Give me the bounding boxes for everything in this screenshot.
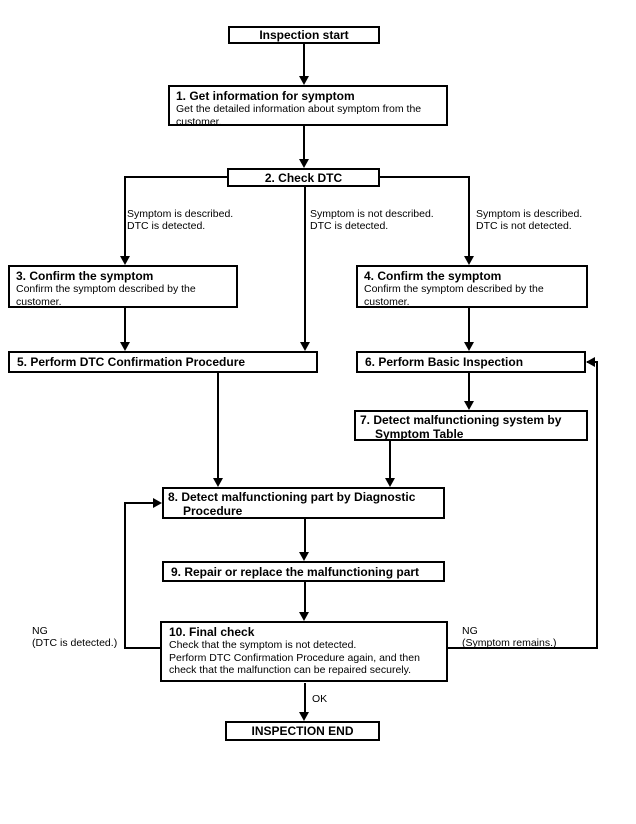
inspection-start-label: Inspection start [259, 28, 349, 42]
node-step6: 6. Perform Basic Inspection [356, 351, 586, 373]
node-step2: 2. Check DTC [227, 168, 380, 187]
step1-body: Get the detailed information about sympt… [176, 103, 422, 128]
arrowhead-into-step5-left [120, 342, 130, 351]
connector-step6-to-step7 [468, 373, 470, 403]
arrowhead-into-step3 [120, 256, 130, 265]
loop-ng-left-horizontal-bottom [124, 647, 160, 649]
ng-left-line2: (DTC is detected.) [32, 637, 118, 649]
arrowhead-into-end [299, 712, 309, 721]
connector-branch-middle-vertical [304, 187, 306, 344]
step6-title: 6. Perform Basic Inspection [365, 355, 524, 369]
connector-step7-to-step8 [389, 441, 391, 480]
connector-step4-to-step6 [468, 308, 470, 344]
branch-label-middle: Symptom is not described. DTC is detecte… [310, 208, 434, 232]
loop-ng-right-horizontal-bottom [448, 647, 598, 649]
step1-title: 1. Get information for symptom [176, 89, 355, 103]
ng-left-label: NG (DTC is detected.) [32, 625, 117, 649]
ng-right-line2: (Symptom remains.) [462, 637, 557, 649]
arrowhead-into-step9 [299, 552, 309, 561]
ok-label: OK [312, 693, 328, 705]
connector-step5-to-step8 [217, 373, 219, 480]
arrowhead-into-step4 [464, 256, 474, 265]
step3-body: Confirm the symptom described by the cus… [16, 283, 196, 308]
connector-start-to-step1 [303, 43, 305, 78]
step10-title: 10. Final check [169, 625, 255, 639]
step5-title: 5. Perform DTC Confirmation Procedure [17, 355, 246, 369]
node-inspection-end: INSPECTION END [225, 721, 380, 741]
arrowhead-into-step8-right [385, 478, 395, 487]
step8-title-line2: Procedure [183, 504, 243, 518]
node-step4: 4. Confirm the symptom Confirm the sympt… [356, 265, 588, 308]
arrowhead-into-step6 [464, 342, 474, 351]
branch-label-left-line2: DTC is detected. [127, 220, 206, 232]
arrowhead-into-step5-middle [300, 342, 310, 351]
node-step8: 8. Detect malfunctioning part by Diagnos… [162, 487, 445, 519]
branch-label-middle-line1: Symptom is not described. [310, 208, 434, 220]
branch-label-middle-line2: DTC is detected. [310, 220, 389, 232]
step10-body-line1: Check that the symptom is not detected. [169, 639, 357, 651]
connector-step8-to-step9 [304, 518, 306, 554]
loop-ng-right-vertical [596, 361, 598, 649]
arrowhead-into-step7 [464, 401, 474, 410]
connector-branch-left-vertical [124, 176, 126, 258]
node-step10: 10. Final check Check that the symptom i… [160, 621, 448, 682]
connector-step9-to-step10 [304, 582, 306, 614]
branch-label-right-line1: Symptom is described. [476, 208, 583, 220]
step4-title: 4. Confirm the symptom [364, 269, 502, 283]
arrowhead-into-step2 [299, 159, 309, 168]
step7-title-line1: 7. Detect malfunctioning system by [360, 413, 562, 427]
step3-title: 3. Confirm the symptom [16, 269, 154, 283]
ng-left-line1: NG [32, 625, 48, 637]
branch-label-right-line2: DTC is not detected. [476, 220, 572, 232]
connector-step3-to-step5 [124, 308, 126, 344]
node-step5: 5. Perform DTC Confirmation Procedure [8, 351, 318, 373]
branch-label-left: Symptom is described. DTC is detected. [127, 208, 233, 232]
step7-title-line2: Symptom Table [375, 427, 464, 441]
arrowhead-loop-into-step8 [153, 498, 162, 508]
ng-right-line1: NG [462, 625, 478, 637]
connector-step1-to-step2 [303, 125, 305, 161]
arrowhead-loop-into-step6 [586, 357, 595, 367]
connector-step10-to-end [304, 683, 306, 714]
step8-title-line1: 8. Detect malfunctioning part by Diagnos… [168, 490, 416, 504]
branch-label-left-line1: Symptom is described. [127, 208, 234, 220]
step10-body-line2: Perform DTC Confirmation Procedure again… [169, 651, 420, 664]
arrowhead-into-step10 [299, 612, 309, 621]
node-step3: 3. Confirm the symptom Confirm the sympt… [8, 265, 238, 308]
step2-title: 2. Check DTC [264, 170, 343, 185]
inspection-end-label: INSPECTION END [251, 724, 354, 738]
arrowhead-into-step1 [299, 76, 309, 85]
node-step7: 7. Detect malfunctioning system by Sympt… [354, 410, 588, 441]
arrowhead-into-step8-left [213, 478, 223, 487]
step4-body: Confirm the symptom described by the cus… [364, 283, 544, 308]
node-step9: 9. Repair or replace the malfunctioning … [162, 561, 445, 582]
ng-right-label: NG (Symptom remains.) [462, 625, 557, 649]
node-inspection-start: Inspection start [228, 26, 380, 44]
loop-ng-left-vertical [124, 502, 126, 649]
node-step1: 1. Get information for symptom Get the d… [168, 85, 448, 128]
loop-ng-left-horizontal-top [124, 502, 155, 504]
branch-label-right: Symptom is described. DTC is not detecte… [476, 208, 582, 232]
step10-body-line3: check that the malfunction can be repair… [169, 664, 412, 676]
step9-title: 9. Repair or replace the malfunctioning … [171, 564, 420, 579]
connector-branch-right-vertical [468, 176, 470, 258]
